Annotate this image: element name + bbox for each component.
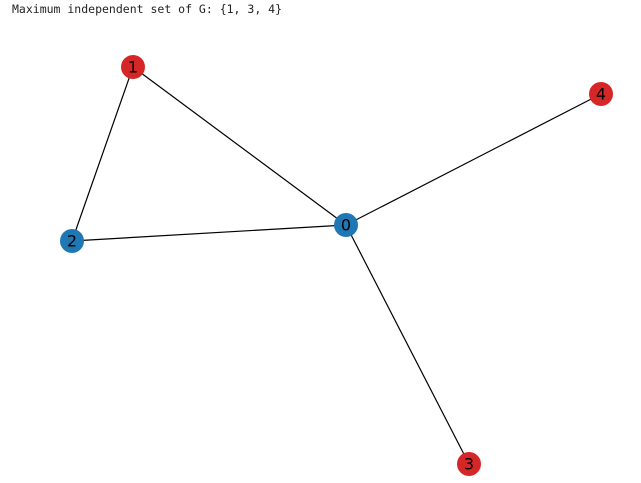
graph-caption: Maximum independent set of G: {1, 3, 4} [12, 2, 283, 16]
nodes-layer: 0 1 2 3 4 [60, 55, 613, 476]
edges-layer [71, 66, 602, 465]
edge-0-4 [345, 93, 602, 226]
node-0: 0 [334, 213, 358, 237]
node-circle-1 [121, 55, 145, 79]
node-label-0: 0 [341, 216, 351, 235]
edge-0-3 [345, 224, 470, 465]
edge-1-2 [71, 66, 134, 242]
node-3: 3 [457, 452, 481, 476]
node-label-4: 4 [596, 85, 606, 104]
node-circle-4 [589, 82, 613, 106]
node-circle-3 [457, 452, 481, 476]
node-1: 1 [121, 55, 145, 79]
node-label-3: 3 [464, 455, 474, 474]
node-label-2: 2 [67, 232, 77, 251]
edge-2-0 [71, 224, 347, 242]
node-circle-2 [60, 229, 84, 253]
node-circle-0 [334, 213, 358, 237]
node-label-1: 1 [128, 58, 138, 77]
node-4: 4 [589, 82, 613, 106]
edge-1-0 [132, 66, 347, 226]
node-2: 2 [60, 229, 84, 253]
